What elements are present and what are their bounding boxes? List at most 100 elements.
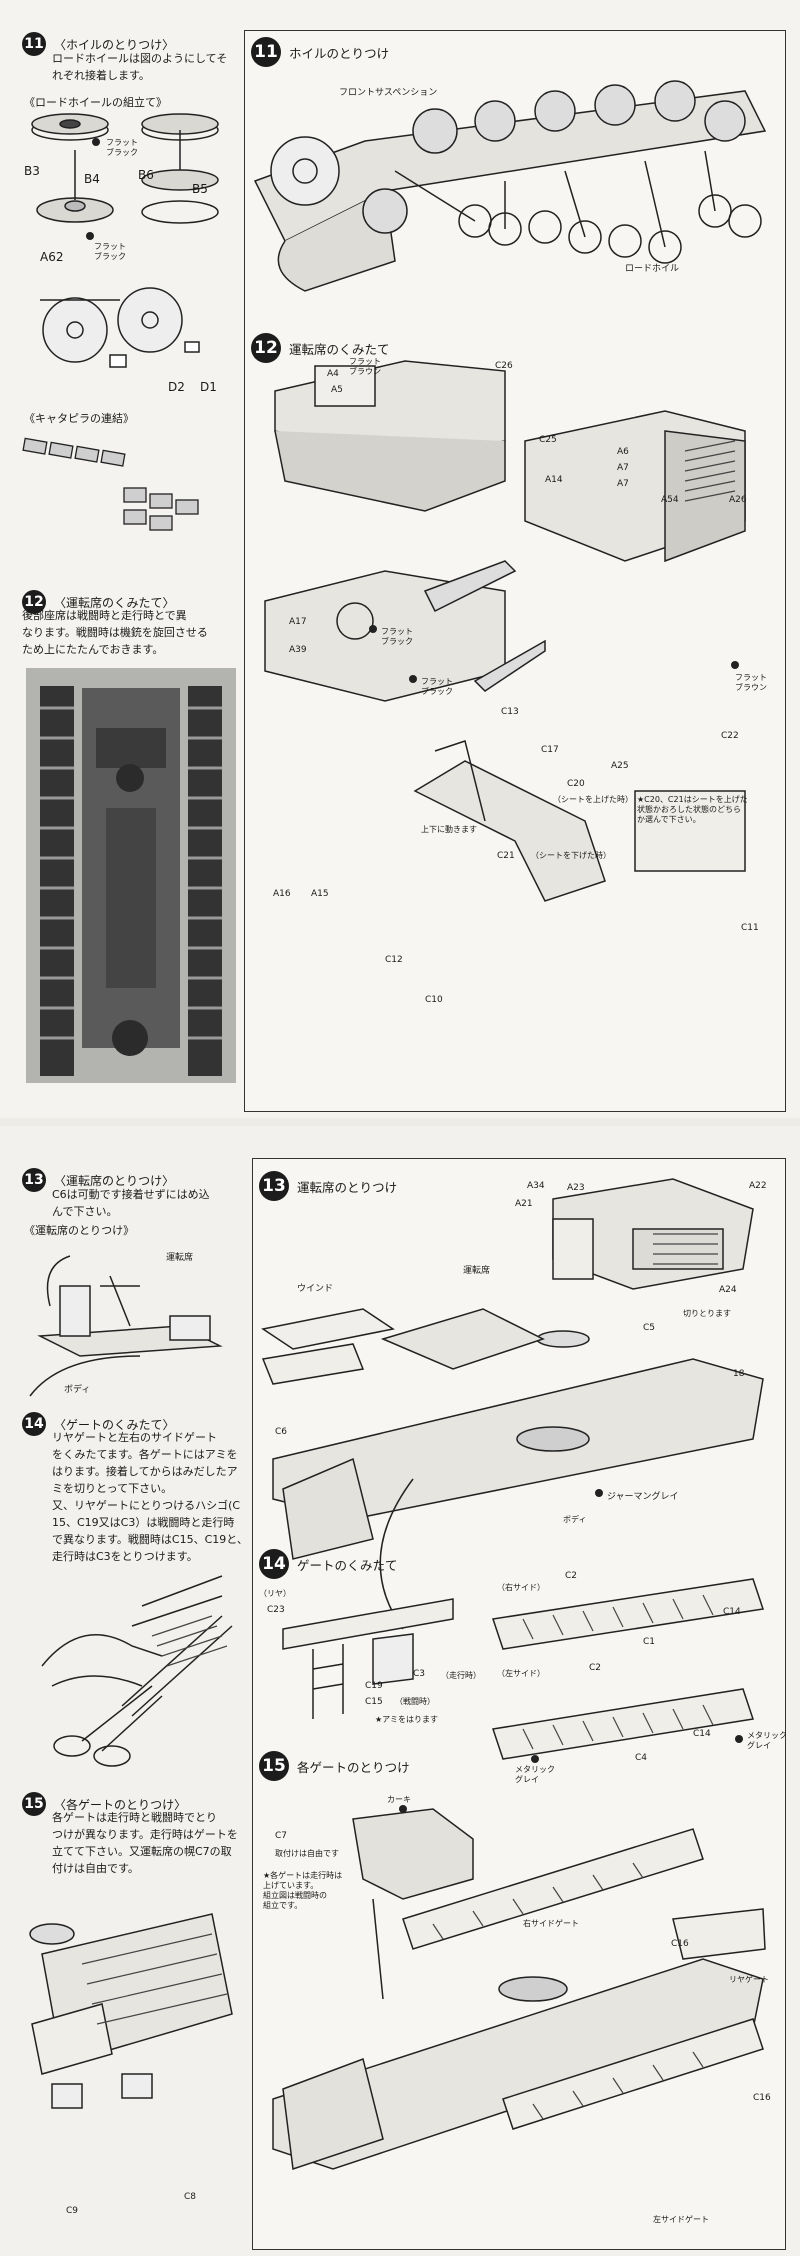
flat-black-marker-3 [369, 625, 377, 633]
star-note-line: 状態かおろした状態のどちら [637, 805, 741, 814]
right-step-11-heading: 11 ホイルのとりつけ [251, 37, 389, 67]
metallic-grey-callout-1: メタリック グレイ [747, 1731, 787, 1751]
top-diagram-panel: 11 ホイルのとりつけ フロントサスペンション [244, 30, 786, 1112]
left-step-12-text-line: 後部座席は戦闘時と走行時とで異 [22, 609, 187, 622]
part-label-a15: A15 [311, 889, 329, 899]
part-label-c6: C6 [275, 1427, 288, 1437]
flat-brown-callout-2: フラット ブラウン [735, 673, 767, 693]
part-label-c5: C5 [643, 1323, 656, 1333]
star-note-line: ★C20、C21はシートを上げた [637, 795, 748, 804]
left-step-14-text-line: 15、C19又はC3）は戦闘時と走行時 [52, 1516, 235, 1529]
cab-detail-body-label: ボディ [64, 1385, 91, 1395]
left-step-15-text: 各ゲートは走行時と戦闘時でとり つけが異なります。走行時はゲートを 立てて下さい… [52, 1809, 238, 1877]
part-label-b6: B6 [138, 168, 154, 182]
right-side-gate-label: （右サイド） [497, 1583, 545, 1592]
moves-up-down-note: 上下に動きます [421, 825, 477, 834]
part-label-b4: B4 [84, 172, 100, 186]
part-label-c16-upper: C16 [671, 1939, 689, 1949]
left-step-11-title: 〈ホイルのとりつけ〉 [54, 37, 175, 52]
part-label-c21: C21 [497, 851, 515, 861]
left-step-15-heading: 15 〈各ゲートのとりつけ〉 [22, 1792, 186, 1816]
flat-black-callout-line: フラット [381, 627, 413, 636]
gate-attach-detail-drawing [29, 1913, 233, 2109]
cab-installation-drawing [261, 1178, 764, 1630]
right-step-13-title: 運転席のとりつけ [297, 1179, 398, 1195]
part-label-b5: B5 [192, 182, 208, 196]
c20-seat-raised-note: （シートを上げた時） [553, 795, 633, 804]
left-step-14-text-line: リヤゲートと左右のサイドゲート [52, 1431, 217, 1444]
part-label-a22: A22 [749, 1181, 767, 1191]
flat-black-callout-line: フラット [421, 677, 453, 686]
left-step-12-heading: 12 〈運転席のくみたて〉 [22, 590, 174, 614]
cab-assembly-drawing [264, 360, 746, 902]
left-step-12-number: 12 [22, 590, 46, 614]
cab-detail-drawing [29, 1255, 223, 1397]
part-label-a4: A4 [327, 369, 339, 379]
vehicle-photo-drawing [26, 668, 236, 1083]
left-step-11-text: ロードホイールは図のようにしてそ れぞれ接着します。 [52, 50, 227, 84]
c21-seat-lowered-note: （シートを下げた時） [531, 851, 611, 860]
part-label-a25: A25 [611, 761, 629, 771]
right-step-15-heading: 15 各ゲートのとりつけ [259, 1751, 410, 1781]
gate-assembly-drawing [282, 1578, 764, 1760]
flat-black-callout-line: ブラック [106, 148, 138, 157]
wheel-assembly-title: 《ロードホイールの組立て》 [24, 96, 167, 109]
left-step-12-title: 〈運転席のくみたて〉 [54, 595, 175, 610]
left-step-14-text-line: はります。接着してからはみだしたア [52, 1465, 238, 1478]
c7-note: 取付けは自由です [275, 1849, 339, 1858]
left-step-12-text-line: なります。戦闘時は機銃を旋回させる [22, 626, 208, 639]
part-label-c2-right: C2 [565, 1571, 578, 1581]
part-label-a23: A23 [567, 1183, 585, 1193]
bottom-diagram-panel: 13 運転席のとりつけ A34 A21 A2 [252, 1158, 787, 2250]
left-step-11-text-line: れぞれ接着します。 [52, 69, 150, 82]
part-label-c8: C8 [184, 2192, 197, 2202]
part-label-c14-right: C14 [723, 1607, 741, 1617]
travel-mode-note: （走行時） [441, 1671, 481, 1680]
body-label: ボディ [563, 1515, 587, 1524]
right-step-13-heading: 13 運転席のとりつけ [259, 1171, 397, 1201]
gate-star-note-line: 組立です。 [263, 1901, 303, 1910]
part-label-c2-left: C2 [589, 1663, 602, 1673]
right-step-11-title: ホイルのとりつけ [289, 45, 390, 61]
right-step-12-heading: 12 運転席のくみたて [251, 333, 390, 363]
rear-gate-label: （リヤ） [259, 1589, 291, 1598]
part-label-c4: C4 [635, 1753, 648, 1763]
part-label-c13: C13 [501, 707, 519, 717]
part-label-c15: C15 [365, 1697, 383, 1707]
cut-off-label: 切りとります [683, 1309, 731, 1318]
cab-detail-seat-label: 運転席 [166, 1253, 194, 1263]
left-step-13-text-line: んで下さい。 [52, 1205, 118, 1218]
part-label-a24: A24 [719, 1285, 737, 1295]
metallic-grey-callout-line: グレイ [515, 1775, 539, 1784]
left-step-12-text-line: ため上にたたんでおきます。 [22, 643, 164, 656]
left-step-13-text: C6は可動です接着せずにはめ込 んで下さい。 [52, 1186, 210, 1220]
left-step-11-heading: 11 〈ホイルのとりつけ〉 [22, 32, 174, 56]
flat-brown-callout-line: フラット [349, 357, 381, 366]
left-step-15-text-line: 付けは自由です。 [52, 1862, 139, 1875]
german-grey-label: ジャーマングレイ [607, 1492, 679, 1502]
left-step-13-heading: 13 〈運転席のとりつけ〉 [22, 1168, 174, 1192]
flat-black-marker-4 [409, 675, 417, 683]
flat-black-marker-2 [86, 232, 94, 240]
khaki-label: カーキ [387, 1795, 411, 1804]
part-label-c7: C7 [275, 1831, 288, 1841]
left-step-14-text-line: ミを切りとって下さい。 [52, 1482, 173, 1495]
right-step-13-number: 13 [259, 1171, 289, 1201]
window-label: ウインド [297, 1284, 334, 1294]
rear-gate-caption: リヤゲート [729, 1975, 769, 1984]
flat-black-callout-line: ブラック [94, 252, 126, 261]
part-label-c16-lower: C16 [753, 2093, 771, 2103]
left-step-11-text-line: ロードホイールは図のようにしてそ [52, 52, 228, 65]
metallic-grey-marker-1 [735, 1735, 743, 1743]
net-cutting-drawing [41, 1575, 233, 1767]
part-label-a21: A21 [515, 1199, 533, 1209]
part-label-a14: A14 [545, 475, 563, 485]
part-label-c12: C12 [385, 955, 403, 965]
part-label-a39: A39 [289, 645, 307, 655]
right-step-15-number: 15 [259, 1751, 289, 1781]
bottom-instruction-sheet: 13 〈運転席のとりつけ〉 C6は可動です接着せずにはめ込 んで下さい。 《運転… [0, 1126, 800, 2256]
left-step-15-title: 〈各ゲートのとりつけ〉 [54, 1797, 187, 1812]
gate-installation-drawing [272, 1808, 766, 2171]
right-step-12-number: 12 [251, 333, 281, 363]
flat-black-callout-line: フラット [94, 242, 126, 251]
